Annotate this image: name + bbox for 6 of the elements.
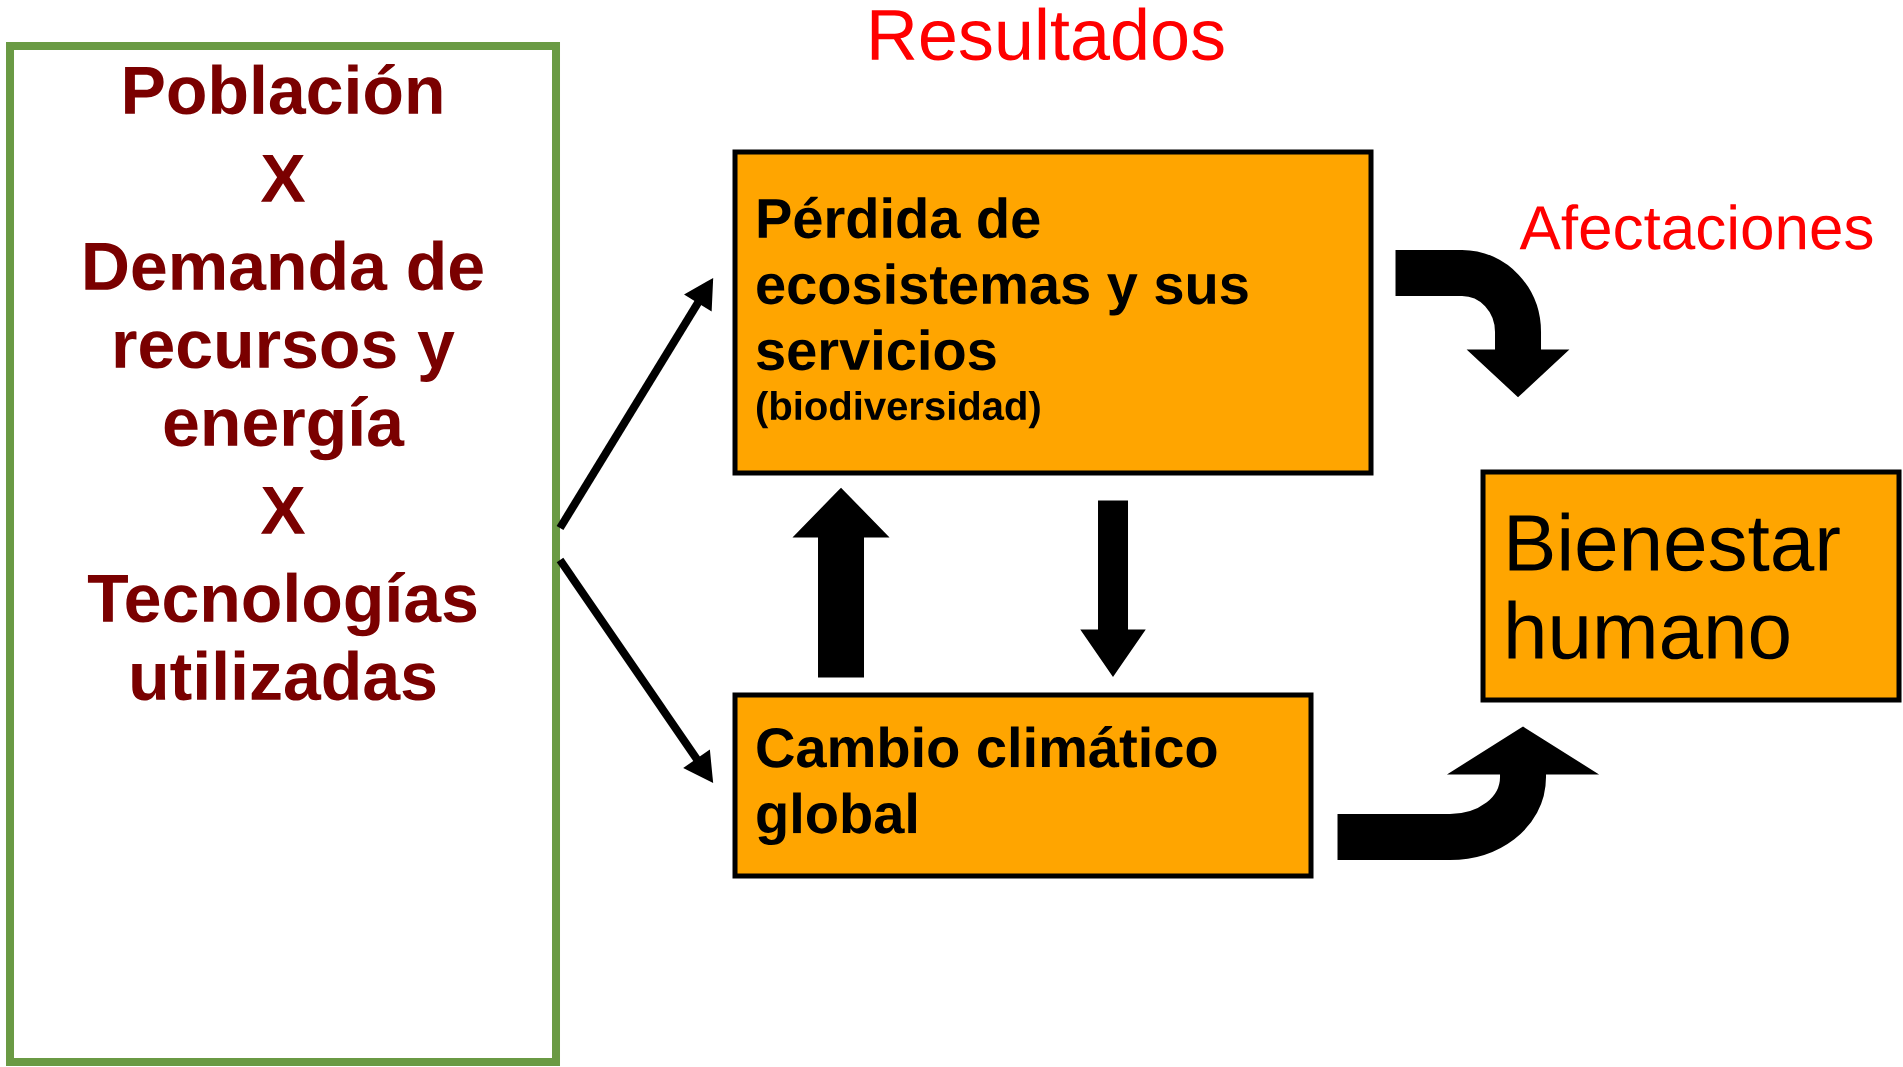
factor-panel: Población X Demanda de recursos y energía X Tecnologías utilizadas bbox=[6, 42, 560, 1066]
outcome-box: Bienestar humano bbox=[1480, 469, 1902, 703]
annotation-label: Afectaciones bbox=[1519, 204, 1873, 250]
process-box: Cambio climático global bbox=[732, 692, 1314, 879]
heading: Resultados bbox=[871, 7, 1224, 61]
process-box: Pérdida de ecosistemas y sus servicios (biodiversidad) bbox=[732, 149, 1374, 476]
